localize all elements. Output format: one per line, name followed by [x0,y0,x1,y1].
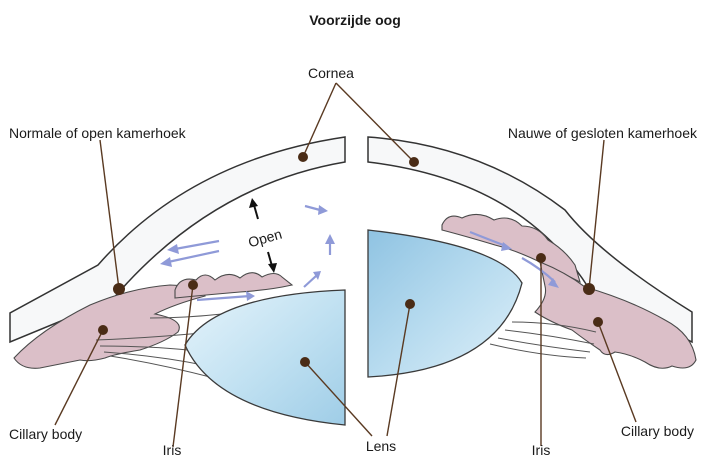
label-cornea: Cornea [308,65,354,81]
label-open-angle: Normale of open kamerhoek [9,125,187,141]
right-lens [368,230,522,377]
label-ciliary-body-right: Cillary body [621,423,694,439]
label-lens: Lens [366,438,396,454]
diagram-title: Voorzijde oog [309,12,401,28]
label-ciliary-body-left: Cillary body [9,426,82,442]
label-closed-angle: Nauwe of gesloten kamerhoek [508,125,698,141]
left-lens [185,290,345,425]
left-eye-section: Open [10,137,345,425]
label-iris-right: Iris [532,442,551,458]
right-eye-section [368,137,696,377]
open-label: Open [246,226,283,251]
label-iris-left: Iris [163,442,182,458]
